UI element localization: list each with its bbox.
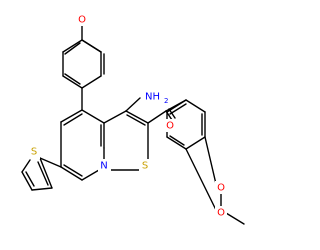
bond-dmp-f-inner	[169, 103, 187, 115]
bond-phenyl-c	[62, 75, 83, 89]
bond-pyr-e-inner	[63, 164, 83, 177]
bond-dmp-a	[185, 99, 206, 113]
atom-o-top: O	[78, 15, 86, 26]
bond-thio-b	[21, 171, 33, 191]
atom-o-methoxy-4-bg	[215, 206, 227, 219]
bond-thieno-a	[103, 110, 127, 124]
bond-pyr-d	[81, 169, 100, 181]
bond-pyr-g	[60, 109, 83, 123]
atom-label-layer: O NH 2 O S N S O O	[28, 13, 227, 219]
bond-nh2	[125, 97, 141, 112]
bond-thio-link	[39, 157, 62, 168]
atom-nh2: NH	[145, 92, 160, 103]
bond-dmp-o4	[185, 148, 217, 211]
atom-n-pyridine-bg	[98, 159, 111, 173]
atom-s-thieno-bg	[139, 159, 151, 173]
bond-thio-d	[39, 157, 53, 189]
bond-phenyl-f	[81, 39, 102, 53]
bond-layer	[21, 19, 245, 225]
bond-dmp-d	[166, 136, 187, 150]
bond-thieno-b	[125, 110, 149, 124]
bond-thieno-b-inner	[126, 114, 146, 126]
atom-o-methoxy-4: O	[217, 208, 225, 219]
atom-o-top-bg	[76, 13, 88, 26]
atom-s-thieno: S	[142, 161, 148, 172]
bond-phenyl-c-inner	[64, 73, 81, 85]
molecule-canvas: O NH 2 O S N S O O	[21, 13, 245, 225]
bond-dmp-d-inner	[169, 135, 185, 146]
atom-nh2-subscript: 2	[164, 97, 168, 105]
atom-o-methoxy-3: O	[217, 183, 225, 194]
atom-o-carbonyl-bg	[164, 119, 176, 132]
bond-phenyl-e-inner	[64, 42, 81, 55]
bond-phenyl-e	[62, 39, 83, 53]
bond-pyr-g-inner	[63, 113, 83, 126]
bond-o4-methyl	[225, 212, 245, 225]
bond-thio-b-inner	[25, 171, 35, 187]
atom-o-methoxy-3-bg	[215, 181, 227, 194]
bond-thio-d-inner	[37, 161, 49, 186]
bond-thio-c	[31, 187, 53, 191]
bond-thio-a	[21, 159, 31, 173]
bond-pyr-e	[60, 166, 83, 181]
atom-n-pyridine: N	[100, 161, 107, 172]
bond-c-carbonyl	[147, 110, 167, 124]
bond-phenyl-b	[81, 75, 102, 89]
molecule-structure: O NH 2 O S N S O O	[21, 13, 245, 225]
atom-s-thiophene-bg	[28, 145, 40, 159]
bond-dmp-o3	[204, 136, 217, 185]
atom-o-carbonyl: O	[166, 121, 174, 132]
bond-dmp-f	[166, 99, 187, 113]
bond-pyr-a	[81, 109, 105, 124]
atom-nh2-bg	[145, 90, 171, 107]
atom-s-thiophene: S	[31, 147, 37, 158]
bond-dmp-c	[185, 136, 206, 150]
